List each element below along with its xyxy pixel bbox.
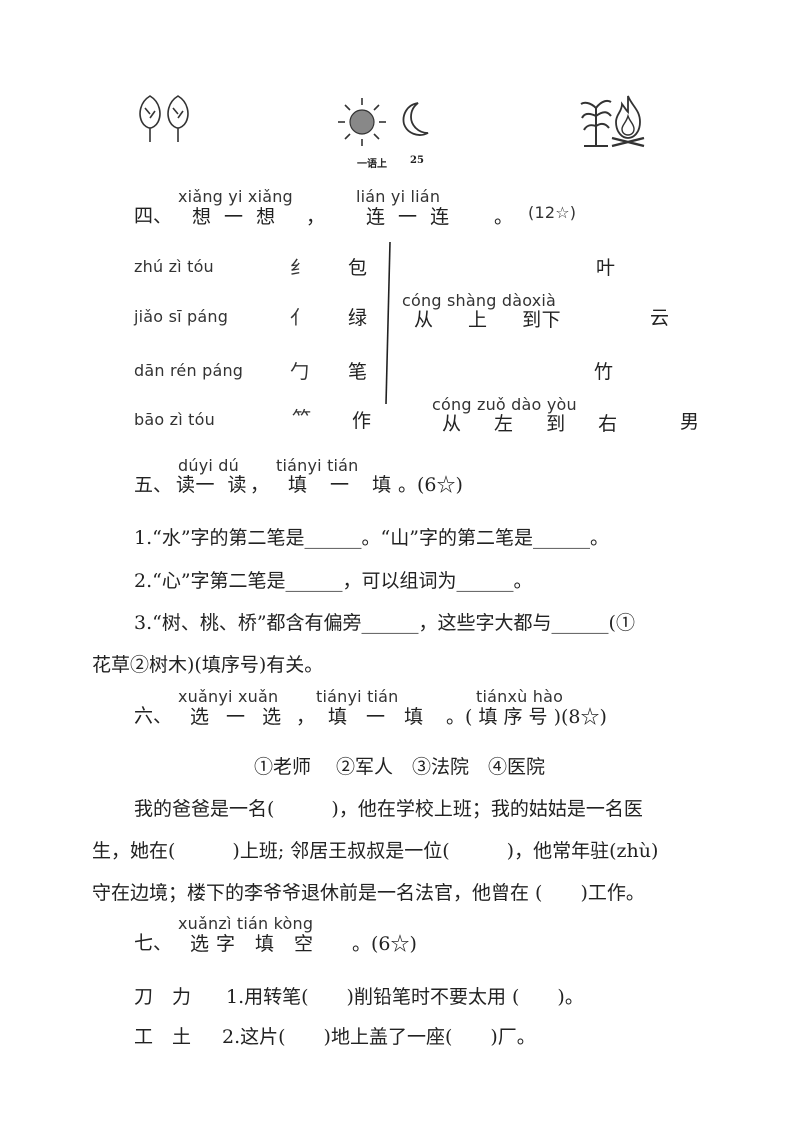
- row1-char: 包: [348, 257, 368, 279]
- trees-icon: [139, 95, 189, 142]
- section7-q1: 1.用转笔( )削铅笔时不要太用 ( )。: [226, 986, 584, 1008]
- row3-char: 笔: [348, 361, 368, 383]
- section6-number: 六、: [134, 705, 173, 727]
- section4-comma: ，: [306, 206, 326, 228]
- section5-q2: 2.“心”字第二笔是______，可以组词为______。: [134, 570, 533, 592]
- section7-q2: 2.这片( )地上盖了一座( )厂。: [222, 1026, 536, 1048]
- section4-pinyin-2: lián yi lián: [356, 187, 441, 206]
- section5-pinyin-2: tiányi tián: [276, 456, 359, 475]
- divider-line: [385, 241, 391, 405]
- section6-pinyin-3: tiánxù hào: [476, 687, 564, 706]
- section4-number: 四、: [134, 205, 173, 227]
- section4-pinyin-1: xiǎng yi xiǎng: [178, 187, 293, 206]
- section4-title-2: 连 一 连: [366, 206, 450, 228]
- phrase2-chars: 从 左 到 右: [442, 413, 618, 435]
- row1-radical: 纟: [290, 257, 310, 279]
- section7-title: 选 字 填 空: [190, 933, 314, 955]
- fire-icon: [611, 95, 645, 148]
- row2-char: 绿: [348, 307, 368, 329]
- section6-line2: 生，她在( )上班; 邻居王叔叔是一位( )，他常年驻(zhù): [92, 840, 659, 862]
- section5-title-2: 填 一 填: [288, 474, 392, 496]
- row2-pinyin: jiǎo sī páng: [134, 307, 229, 326]
- section6-line3: 守在边境；楼下的李爷爷退休前是一名法官，他曾在 ( )工作。: [92, 882, 645, 904]
- row1-pinyin: zhú zì tóu: [134, 257, 214, 276]
- section6-options: ①老师 ②军人 ③法院 ④医院: [254, 756, 546, 778]
- section6-pinyin-2: tiányi tián: [316, 687, 399, 706]
- row3-radical: 勹: [290, 361, 310, 383]
- section7-pinyin: xuǎnzì tián kòng: [178, 914, 314, 933]
- section5-score: 。(6☆): [398, 474, 463, 496]
- right-char-bamboo: 竹: [594, 361, 614, 383]
- section6-title-2: 填 一 填: [328, 706, 424, 728]
- row4-pinyin: bāo zì tóu: [134, 410, 215, 429]
- phrase1-chars: 从 上 到下: [414, 309, 562, 331]
- section7-score: 。(6☆): [352, 933, 417, 955]
- section5-pinyin-1: dúyi dú: [178, 456, 239, 475]
- row4-char: 作: [352, 410, 372, 432]
- section5-title-1: 读一 读: [176, 474, 248, 496]
- section6-line1: 我的爸爸是一名( )，他在学校上班；我的姑姑是一名医: [134, 798, 643, 820]
- section4-period: 。: [494, 206, 514, 228]
- section5-comma: ，: [250, 474, 270, 496]
- phrase2-pinyin: cóng zuǒ dào yòu: [432, 395, 577, 414]
- section7-q2-options: 工 土: [134, 1026, 192, 1048]
- sun-icon: [338, 98, 386, 146]
- moon-icon: [402, 102, 429, 136]
- section5-q3-line2: 花草②树木)(填序号)有关。: [92, 654, 324, 676]
- row4-radical: ⺮: [292, 408, 312, 430]
- section6-title-3: 。( 填 序 号 )(8☆): [446, 706, 607, 728]
- section4-score: (12☆): [528, 203, 577, 222]
- page-label: 一语上: [357, 159, 387, 170]
- section4-title-1: 想 一 想: [192, 206, 276, 228]
- page-number: 25: [410, 155, 424, 166]
- section7-q1-options: 刀 力: [134, 986, 192, 1008]
- right-char-cloud: 云: [650, 307, 670, 329]
- section5-q1: 1.“水”字的第二笔是______。“山”字的第二笔是______。: [134, 527, 609, 549]
- right-char-male: 男: [680, 411, 700, 433]
- section6-comma: ，: [296, 706, 316, 728]
- section5-q3-line1: 3.“树、桃、桥”都含有偏旁______，这些字大都与______(①: [134, 612, 635, 634]
- right-char-leaf: 叶: [596, 257, 616, 279]
- row3-pinyin: dān rén páng: [134, 361, 244, 380]
- phrase1-pinyin: cóng shàng dàoxià: [402, 291, 557, 310]
- section6-title-1: 选 一 选: [190, 706, 282, 728]
- section7-number: 七、: [134, 932, 173, 954]
- grain-icon: [580, 99, 612, 147]
- row2-radical: 亻: [290, 307, 310, 329]
- section5-number: 五、: [134, 474, 173, 496]
- section6-pinyin-1: xuǎnyi xuǎn: [178, 687, 279, 706]
